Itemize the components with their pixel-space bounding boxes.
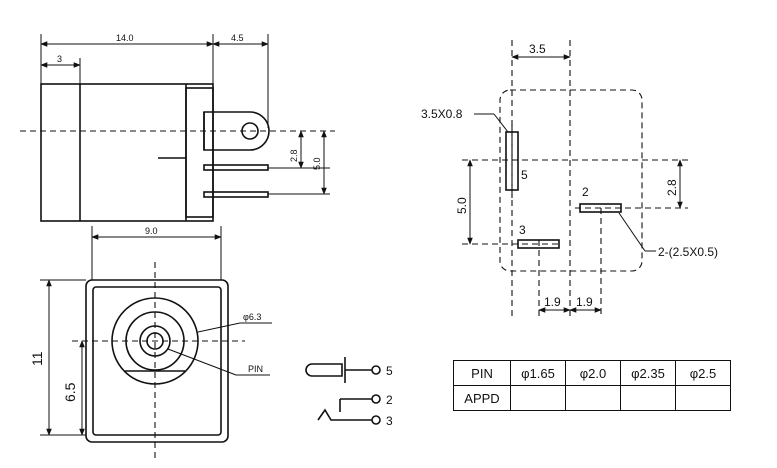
- table-cell-empty: [510, 385, 566, 411]
- schematic-symbol: 5 2 3: [305, 357, 393, 428]
- pcb-slot-label: 3.5X0.8: [421, 107, 463, 121]
- pcb-pin-2: 2: [582, 185, 589, 199]
- dim-9-0: 9.0: [145, 226, 158, 236]
- dim-5-0: 5.0: [312, 157, 322, 170]
- dim-2-8: 2.8: [289, 149, 299, 162]
- pcb-slot-label-2: 2-(2.5X0.5): [658, 245, 718, 259]
- sch-pin-2: 2: [386, 393, 393, 407]
- dia-6-3-label: φ6.3: [243, 312, 261, 322]
- table-cell-empty: [620, 385, 676, 411]
- table-col-4: φ2.5: [675, 360, 731, 386]
- pin-diameter-table: PIN φ1.65 φ2.0 φ2.35 φ2.5 APPD: [453, 360, 731, 411]
- pcb-dim-1-9-b: 1.9: [576, 295, 593, 309]
- face-view: 9.0 11 6.5 φ6.3 PIN: [29, 226, 272, 460]
- side-view: 14.0 4.5 3 2.8 5.0: [20, 33, 335, 222]
- table-col-1: φ1.65: [510, 360, 566, 386]
- pcb-layout: 5 2 3 3.5 3.5X0.8 5.0 2.8 2-(2.5X0.5) 1.…: [421, 40, 718, 318]
- pcb-pin-5: 5: [521, 168, 528, 182]
- pcb-dim-5-0: 5.0: [455, 197, 469, 214]
- table-row: APPD: [453, 385, 731, 411]
- pcb-dim-2-8: 2.8: [665, 179, 679, 196]
- table-row: PIN φ1.65 φ2.0 φ2.35 φ2.5: [453, 360, 731, 386]
- table-col-3: φ2.35: [620, 360, 676, 386]
- table-col-2: φ2.0: [565, 360, 621, 386]
- dim-6-5: 6.5: [62, 382, 78, 402]
- pcb-dim-1-9-a: 1.9: [544, 295, 561, 309]
- dim-11: 11: [29, 351, 45, 366]
- pin-label: PIN: [248, 364, 263, 374]
- table-cell-appd: APPD: [453, 385, 511, 411]
- table-cell-empty: [675, 385, 731, 411]
- pcb-pin-3: 3: [519, 223, 526, 237]
- table-cell-pin: PIN: [453, 360, 511, 386]
- sch-pin-5: 5: [386, 364, 393, 378]
- dim-14: 14.0: [116, 33, 134, 43]
- dim-4-5: 4.5: [231, 33, 244, 43]
- pcb-dim-3-5: 3.5: [529, 42, 546, 56]
- sch-pin-3: 3: [386, 414, 393, 428]
- dim-3: 3: [57, 54, 62, 64]
- table-cell-empty: [565, 385, 621, 411]
